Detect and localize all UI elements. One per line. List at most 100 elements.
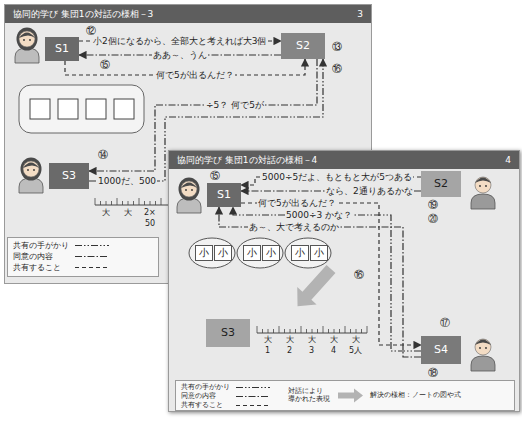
segment-label: 大	[329, 335, 339, 344]
segment-label: 大	[307, 335, 317, 344]
box-text: S1	[55, 43, 69, 56]
number-line-tick	[301, 326, 302, 333]
student-box: S3	[206, 319, 250, 347]
person-icon	[471, 339, 495, 371]
number-line-tick	[361, 329, 362, 333]
segment-number: 2	[286, 346, 293, 355]
number-line-tick	[95, 198, 96, 205]
small-box: 小	[262, 245, 280, 261]
slide-title: 協同的学び 集団1の対話の様相－4	[177, 151, 317, 169]
number-line-tick	[367, 326, 368, 333]
number-line-tick	[150, 201, 151, 205]
slide-title: 協同的学び 集団1の対話の様相－3	[13, 5, 153, 23]
number-line-tick	[290, 329, 291, 333]
callout-number: ⑫	[85, 25, 97, 37]
small-box: 小	[243, 245, 261, 261]
number-line-tick	[122, 201, 123, 205]
small-box: 小	[195, 245, 213, 261]
empty-square	[86, 99, 106, 119]
edge-label: あ～、大で考えるのか	[248, 222, 340, 232]
callout-number: ⑳	[427, 213, 439, 225]
number-line-tick	[273, 329, 274, 333]
box-text: S1	[217, 189, 231, 202]
person-eye	[191, 189, 193, 191]
empty-square	[30, 99, 50, 119]
person-bangs	[19, 33, 35, 39]
segment-label: 2×	[143, 208, 157, 217]
connector	[89, 59, 323, 181]
number-line-tick	[262, 329, 263, 333]
person-eye	[33, 169, 35, 171]
edge-label: 何で5が出るんだ？	[257, 198, 337, 208]
callout-number: ⑯	[353, 269, 365, 281]
callout-number: ⑬	[331, 41, 343, 53]
legend-text: 同意の内容	[181, 392, 216, 401]
pair-oval	[189, 238, 235, 268]
box-text: 小	[218, 247, 228, 259]
person-eye	[479, 347, 481, 349]
person-hair	[21, 158, 42, 181]
number-line	[257, 326, 367, 333]
person-eye	[185, 189, 187, 191]
slide-panel: 協同的学び 集団1の対話の様相－44S1S2小小小小小小S3S45000÷5だよ…	[168, 150, 520, 412]
person-body	[471, 194, 495, 209]
person-icon	[19, 158, 43, 194]
person-bangs	[23, 163, 39, 169]
callout-number: ⑭	[97, 149, 109, 161]
person-hair	[179, 178, 200, 201]
number-line-tick	[106, 201, 107, 205]
box-text: 小	[266, 247, 276, 259]
edge-label: 小2個になるから、全部大と考えれば大3個	[92, 36, 267, 46]
edge-label: なら、2通りあるかな	[325, 186, 414, 196]
legend-sample	[236, 396, 270, 397]
number-line-tick	[284, 329, 285, 333]
solution-arrow-shape	[288, 260, 341, 315]
number-line-tick	[144, 201, 145, 205]
pair-oval	[285, 238, 331, 268]
person-hair	[475, 178, 491, 184]
legend-box: 共有の手がかり同意の内容共有すること対話により 導かれた表現解決の様相：ノートの…	[175, 380, 515, 411]
legend-text: 共有すること	[13, 262, 61, 273]
segment-label: 大	[351, 335, 361, 344]
number-line-tick	[295, 329, 296, 333]
box-text: S2	[296, 40, 310, 53]
edge-label: 5000÷5だよ、もともと大が5つある	[261, 172, 413, 182]
legend-sample	[338, 389, 363, 403]
person-face	[181, 181, 197, 197]
number-line-tick	[139, 198, 140, 205]
number-line-tick	[328, 329, 329, 333]
number-line-tick	[117, 198, 118, 205]
segment-label: 大	[123, 208, 133, 217]
box-text: S2	[434, 178, 448, 191]
segment-number: 4	[330, 346, 337, 355]
callout-number: ⑱	[427, 367, 439, 379]
person-hair	[475, 340, 491, 346]
box-text: 小	[247, 247, 257, 259]
number-line-tick	[161, 198, 162, 205]
number-line-tick	[133, 201, 134, 205]
person-eye	[29, 39, 31, 41]
person-icon	[15, 28, 39, 64]
person-bangs	[181, 183, 197, 189]
legend-text: 対話により 導かれた表現	[288, 387, 332, 403]
segment-number: 3	[308, 346, 315, 355]
person-eye	[485, 347, 487, 349]
number-line-tick	[334, 329, 335, 333]
segment-label: 大	[101, 208, 111, 217]
small-box: 小	[214, 245, 232, 261]
student-box: S1	[45, 37, 79, 61]
header-band: 協同的学び 集団1の対話の様相－44	[169, 151, 519, 169]
legend-sample	[75, 245, 109, 246]
empty-square	[114, 99, 134, 119]
box-text: 小	[295, 247, 305, 259]
legend-text: 共有の手がかり	[13, 240, 69, 251]
legend-sample	[75, 256, 109, 257]
number-line-tick	[312, 329, 313, 333]
person-face	[475, 339, 491, 355]
callout-number: ⑯	[331, 63, 343, 75]
callout-number: ⑮	[209, 170, 221, 182]
segment-number: 5人	[348, 346, 363, 355]
legend-text: 同意の内容	[13, 251, 53, 262]
segment-label: 大	[263, 335, 273, 344]
